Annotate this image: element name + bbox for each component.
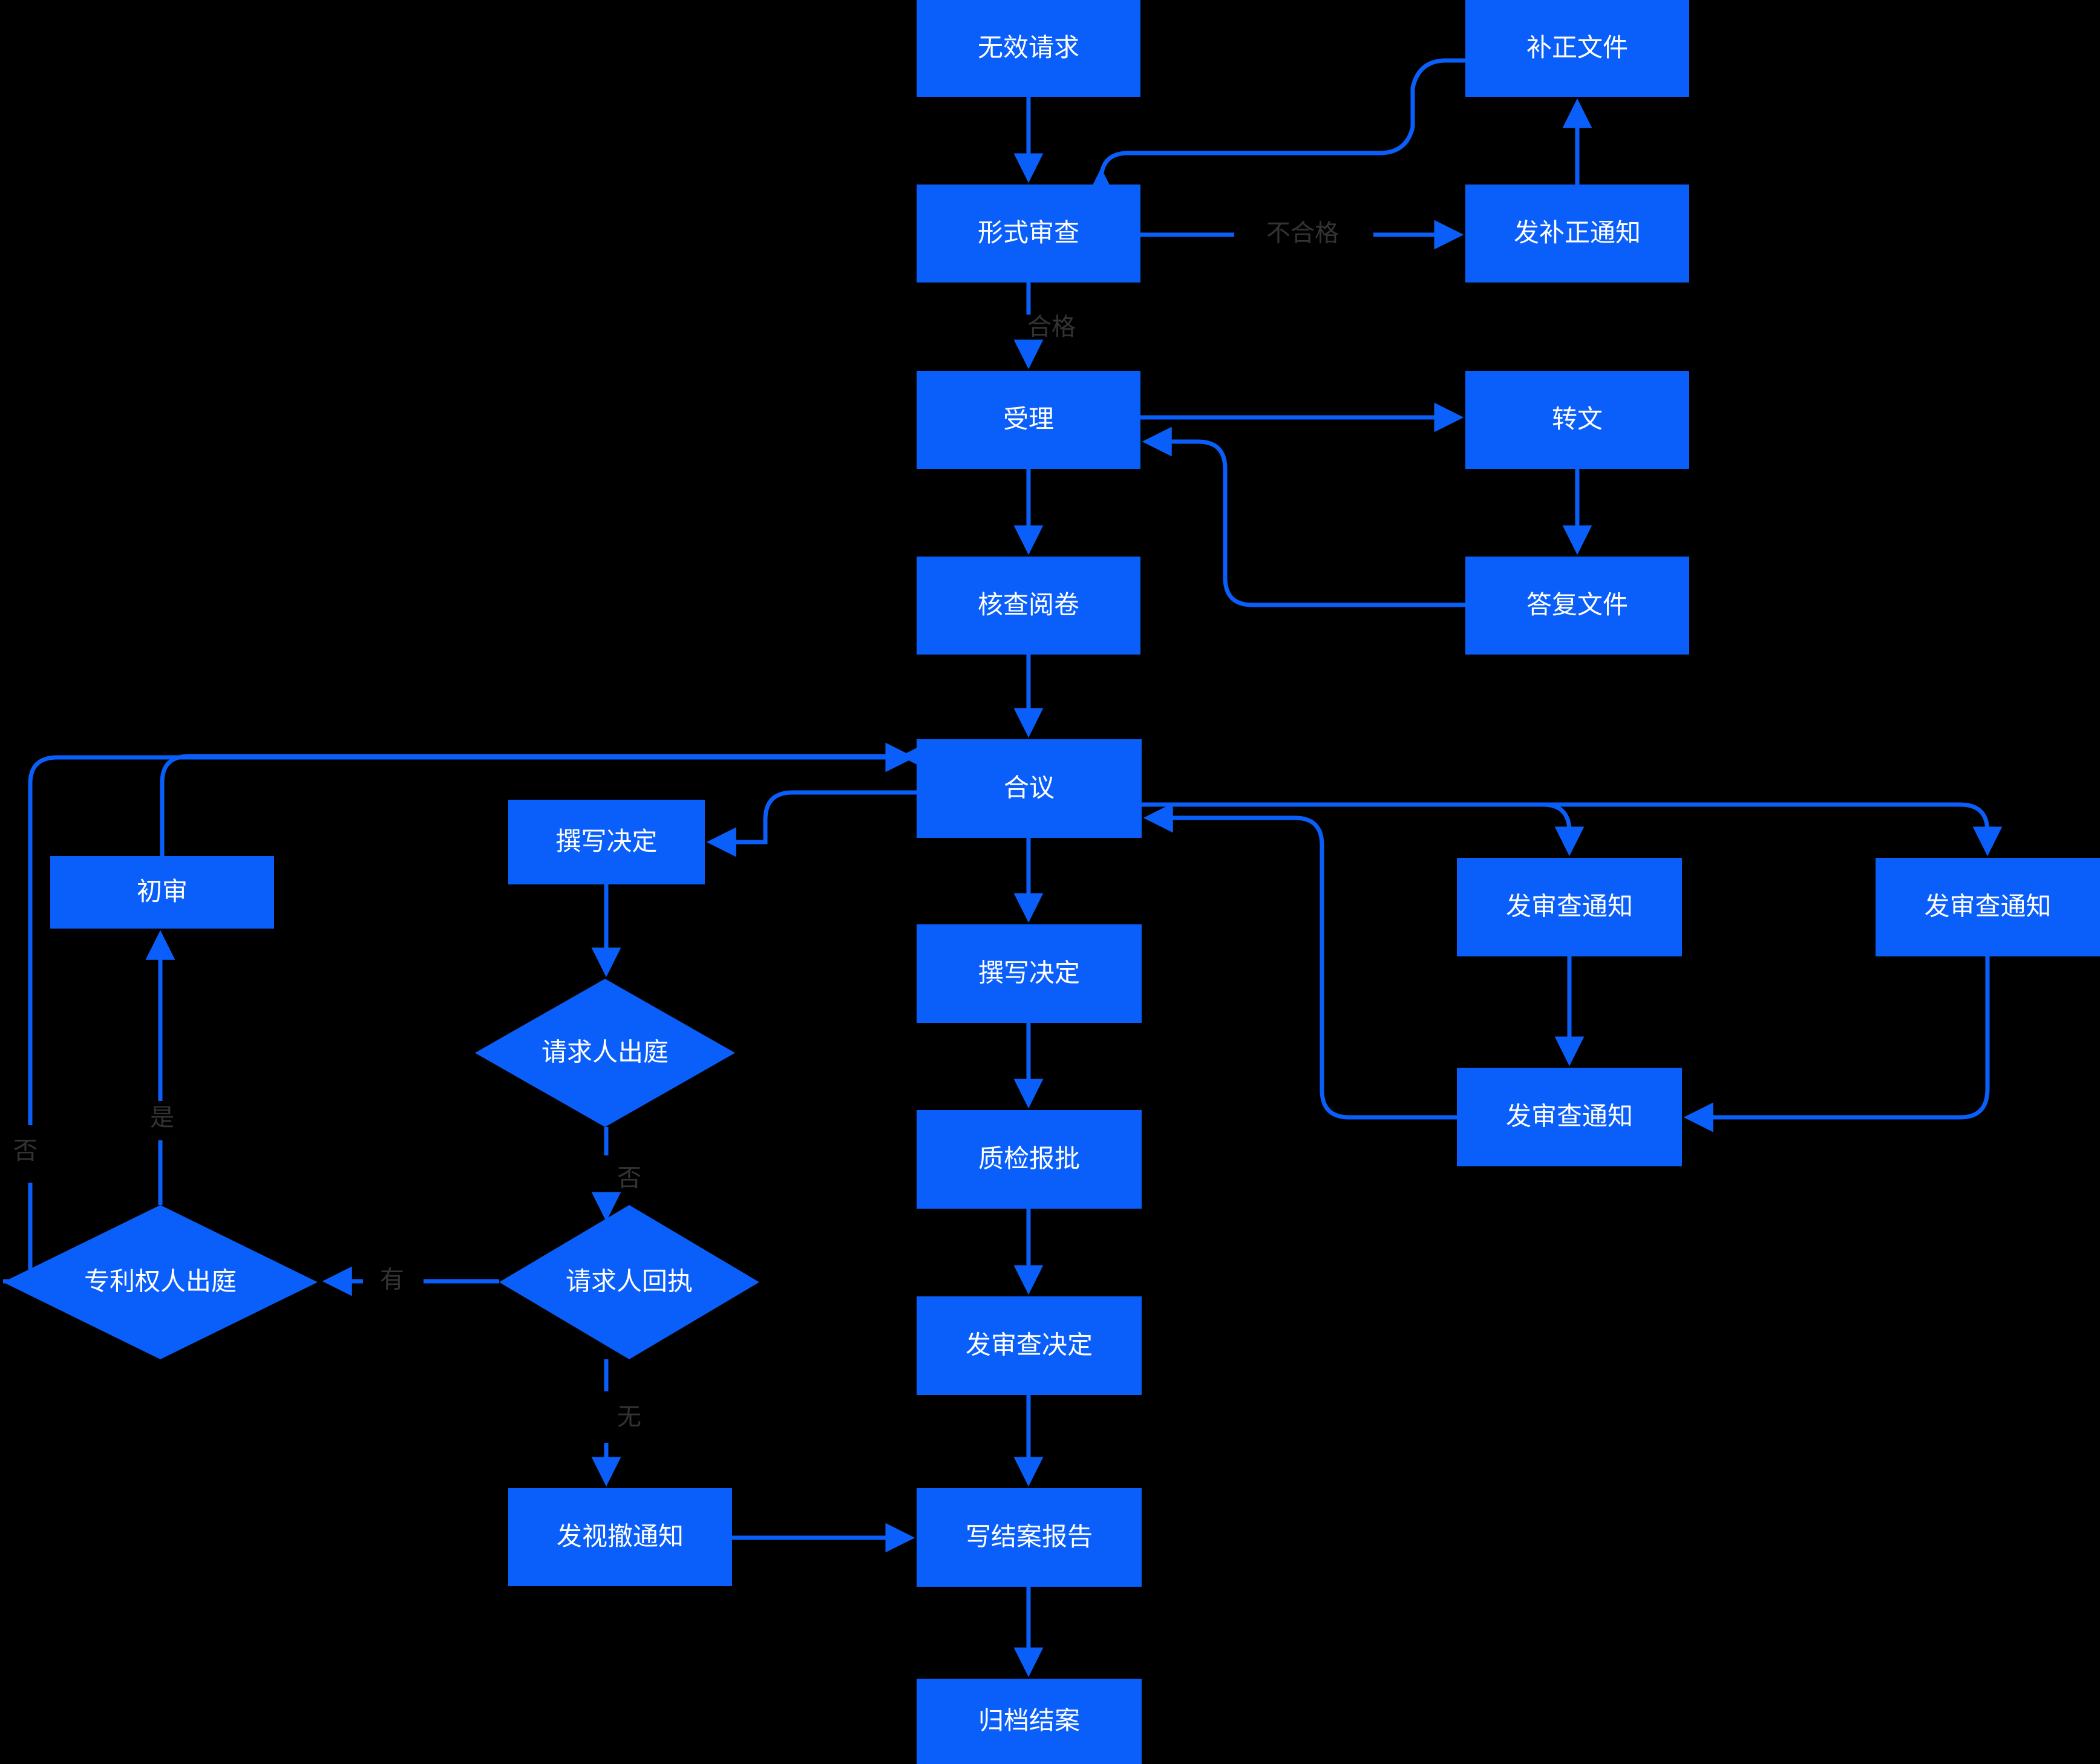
edge-heyi-to-fsc-right xyxy=(1142,802,2003,857)
flow-node-xiejiean[interactable]: 写结案报告 xyxy=(917,1488,1142,1587)
node-layer: 无效请求形式审查补正文件发补正通知受理转文核查阅卷答复文件合议撰写决定初审发审查… xyxy=(3,0,2100,1764)
decision-diamond xyxy=(475,979,735,1127)
edge-zhuanli-to-heyi xyxy=(3,757,908,1284)
node-label: 初审 xyxy=(137,877,188,906)
node-label: 写结案报告 xyxy=(966,1523,1093,1551)
flow-node-wuxiao[interactable]: 无效请求 xyxy=(917,0,1140,97)
process-rect xyxy=(917,1110,1142,1209)
process-rect xyxy=(1465,371,1689,469)
node-label: 撰写决定 xyxy=(978,959,1080,987)
flow-node-zhuanwen[interactable]: 转文 xyxy=(1465,371,1689,469)
edge-fsc-right-to-fsc-mid2 xyxy=(1683,956,1990,1132)
process-rect xyxy=(1876,858,2100,956)
node-label: 归档结案 xyxy=(978,1707,1080,1735)
flow-node-guidang[interactable]: 归档结案 xyxy=(917,1679,1142,1764)
node-label: 发补正通知 xyxy=(1514,218,1641,247)
decision-diamond xyxy=(499,1205,759,1359)
flow-node-huizhi[interactable]: 请求人回执 xyxy=(499,1205,759,1359)
node-label: 核查阅卷 xyxy=(978,590,1079,619)
edge-heyi-to-fsc-mid xyxy=(1142,802,1585,857)
process-rect xyxy=(917,371,1140,469)
edge-fsc-mid2-to-heyi xyxy=(1143,803,1457,1120)
flow-node-chushen[interactable]: 初审 xyxy=(50,856,274,929)
process-rect xyxy=(917,0,1140,97)
flow-node-fsc_mid[interactable]: 发审查通知 xyxy=(1457,858,1682,956)
flow-node-buzheng[interactable]: 补正文件 xyxy=(1465,0,1689,97)
edge-label-hege: 合格 xyxy=(1027,314,1076,341)
edge-label-fou_c: 否 xyxy=(617,1165,641,1192)
process-rect xyxy=(1457,1068,1682,1166)
process-rect xyxy=(917,1488,1142,1587)
edge-label-shi: 是 xyxy=(150,1105,174,1131)
flow-node-fsc_mid2[interactable]: 发审查通知 xyxy=(1457,1068,1682,1166)
node-label: 质检报批 xyxy=(978,1145,1080,1173)
process-rect xyxy=(1465,557,1689,655)
flow-node-xingshi[interactable]: 形式审查 xyxy=(917,185,1140,283)
process-rect xyxy=(50,856,274,929)
process-rect xyxy=(917,557,1140,655)
process-rect xyxy=(1457,858,1682,956)
edge-buzheng-to-xingshi xyxy=(1086,58,1465,198)
decision-diamond xyxy=(3,1205,318,1359)
node-label: 撰写决定 xyxy=(555,827,657,855)
edge-heyi-to-zhuanxie-left xyxy=(706,790,1142,857)
process-rect xyxy=(508,1488,732,1586)
edge-label-wu: 无 xyxy=(617,1404,641,1431)
node-label: 转文 xyxy=(1552,405,1603,433)
process-rect xyxy=(508,800,705,884)
flow-node-heyi[interactable]: 合议 xyxy=(917,739,1142,838)
flow-node-shouli[interactable]: 受理 xyxy=(917,371,1140,469)
node-label: 发审查通知 xyxy=(1506,1102,1633,1131)
flow-node-fashiche[interactable]: 发视撤通知 xyxy=(508,1488,732,1586)
process-rect xyxy=(917,924,1142,1023)
node-label: 补正文件 xyxy=(1526,33,1628,62)
flow-node-fajueding[interactable]: 发审查决定 xyxy=(917,1296,1142,1395)
node-label: 受理 xyxy=(1003,405,1054,433)
edge-label-fou_l: 否 xyxy=(13,1138,38,1165)
node-label: 发审查通知 xyxy=(1506,892,1633,921)
flow-node-fabuzheng[interactable]: 发补正通知 xyxy=(1465,185,1689,283)
flow-node-zhuanxie_l[interactable]: 撰写决定 xyxy=(508,800,705,884)
flow-node-hecha[interactable]: 核查阅卷 xyxy=(917,557,1140,655)
process-rect xyxy=(917,185,1140,283)
edge-label-buhege: 不合格 xyxy=(1266,220,1339,247)
flow-node-zhuanli[interactable]: 专利权人出庭 xyxy=(3,1205,318,1359)
node-label: 请求人出庭 xyxy=(541,1038,669,1067)
flow-node-fsc_right[interactable]: 发审查通知 xyxy=(1876,858,2100,956)
node-label: 合议 xyxy=(1004,774,1055,802)
flow-node-zhijian[interactable]: 质检报批 xyxy=(917,1110,1142,1209)
flow-node-dafu[interactable]: 答复文件 xyxy=(1465,557,1689,655)
flow-node-qiuchuting[interactable]: 请求人出庭 xyxy=(475,979,735,1127)
edge-label-you: 有 xyxy=(380,1267,404,1293)
edge-dafu-to-shouli xyxy=(1142,426,1465,607)
node-label: 答复文件 xyxy=(1526,590,1628,619)
process-rect xyxy=(917,739,1142,838)
node-label: 请求人回执 xyxy=(566,1267,693,1296)
process-rect xyxy=(1465,0,1689,97)
process-rect xyxy=(1465,185,1689,283)
node-label: 无效请求 xyxy=(978,33,1079,62)
node-label: 发视撤通知 xyxy=(557,1522,684,1550)
node-label: 专利权人出庭 xyxy=(84,1267,237,1296)
node-label: 发审查通知 xyxy=(1924,892,2051,921)
edge-layer xyxy=(3,58,2003,1677)
process-rect xyxy=(917,1296,1142,1395)
flow-node-zhuanxie_c[interactable]: 撰写决定 xyxy=(917,924,1142,1023)
process-rect xyxy=(917,1679,1142,1764)
node-label: 形式审查 xyxy=(978,218,1079,247)
node-label: 发审查决定 xyxy=(966,1331,1093,1359)
